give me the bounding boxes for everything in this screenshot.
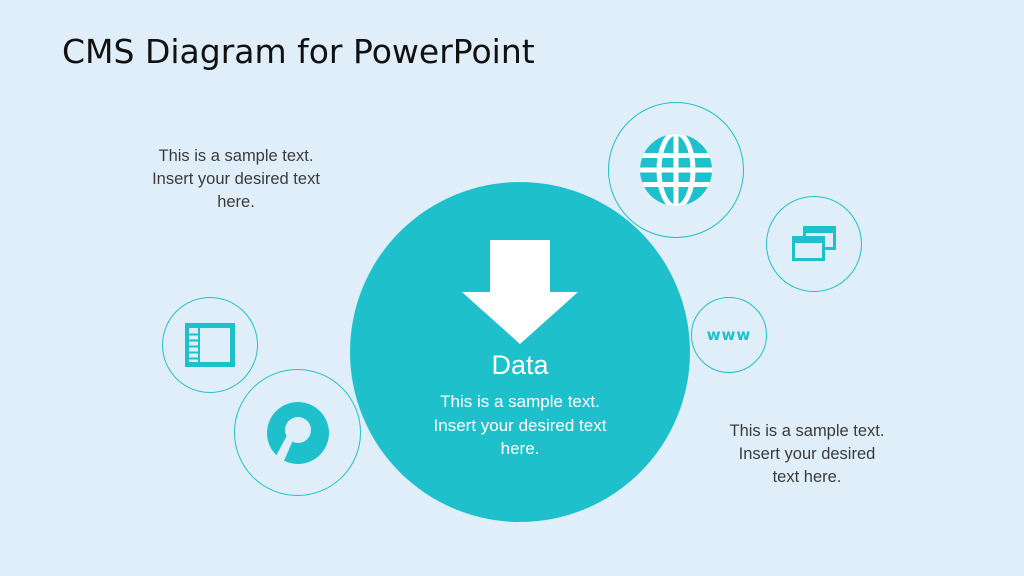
list-icon xyxy=(185,323,235,367)
www-icon: www xyxy=(706,326,752,344)
hub-label: Data xyxy=(491,350,549,380)
left-note-line: This is a sample text. xyxy=(158,147,314,165)
left-note-line: Insert your desired text xyxy=(152,170,320,188)
right-note-text: This is a sample text. Insert your desir… xyxy=(700,420,914,489)
right-note-line: This is a sample text. xyxy=(729,422,885,440)
globe-icon xyxy=(640,134,712,206)
ring-satellite xyxy=(234,369,361,496)
data-hub: Data This is a sample text. Insert your … xyxy=(350,182,690,522)
hub-line: here. xyxy=(500,439,540,458)
ring-icon xyxy=(266,401,329,464)
hub-line: This is a sample text. xyxy=(440,392,600,411)
right-note-line: Insert your desired xyxy=(738,445,876,463)
windows-satellite xyxy=(766,196,862,292)
arrow-down-icon xyxy=(462,240,578,344)
page-title: CMS Diagram for PowerPoint xyxy=(62,32,535,71)
windows-icon xyxy=(792,226,836,261)
hub-description: This is a sample text. Insert your desir… xyxy=(350,390,690,461)
right-note-line: text here. xyxy=(772,468,842,486)
www-satellite: www xyxy=(691,297,767,373)
globe-satellite xyxy=(608,102,744,238)
list-satellite xyxy=(162,297,258,393)
left-note-line: here. xyxy=(217,193,255,211)
hub-line: Insert your desired text xyxy=(433,415,607,435)
left-note-text: This is a sample text. Insert your desir… xyxy=(126,145,346,214)
